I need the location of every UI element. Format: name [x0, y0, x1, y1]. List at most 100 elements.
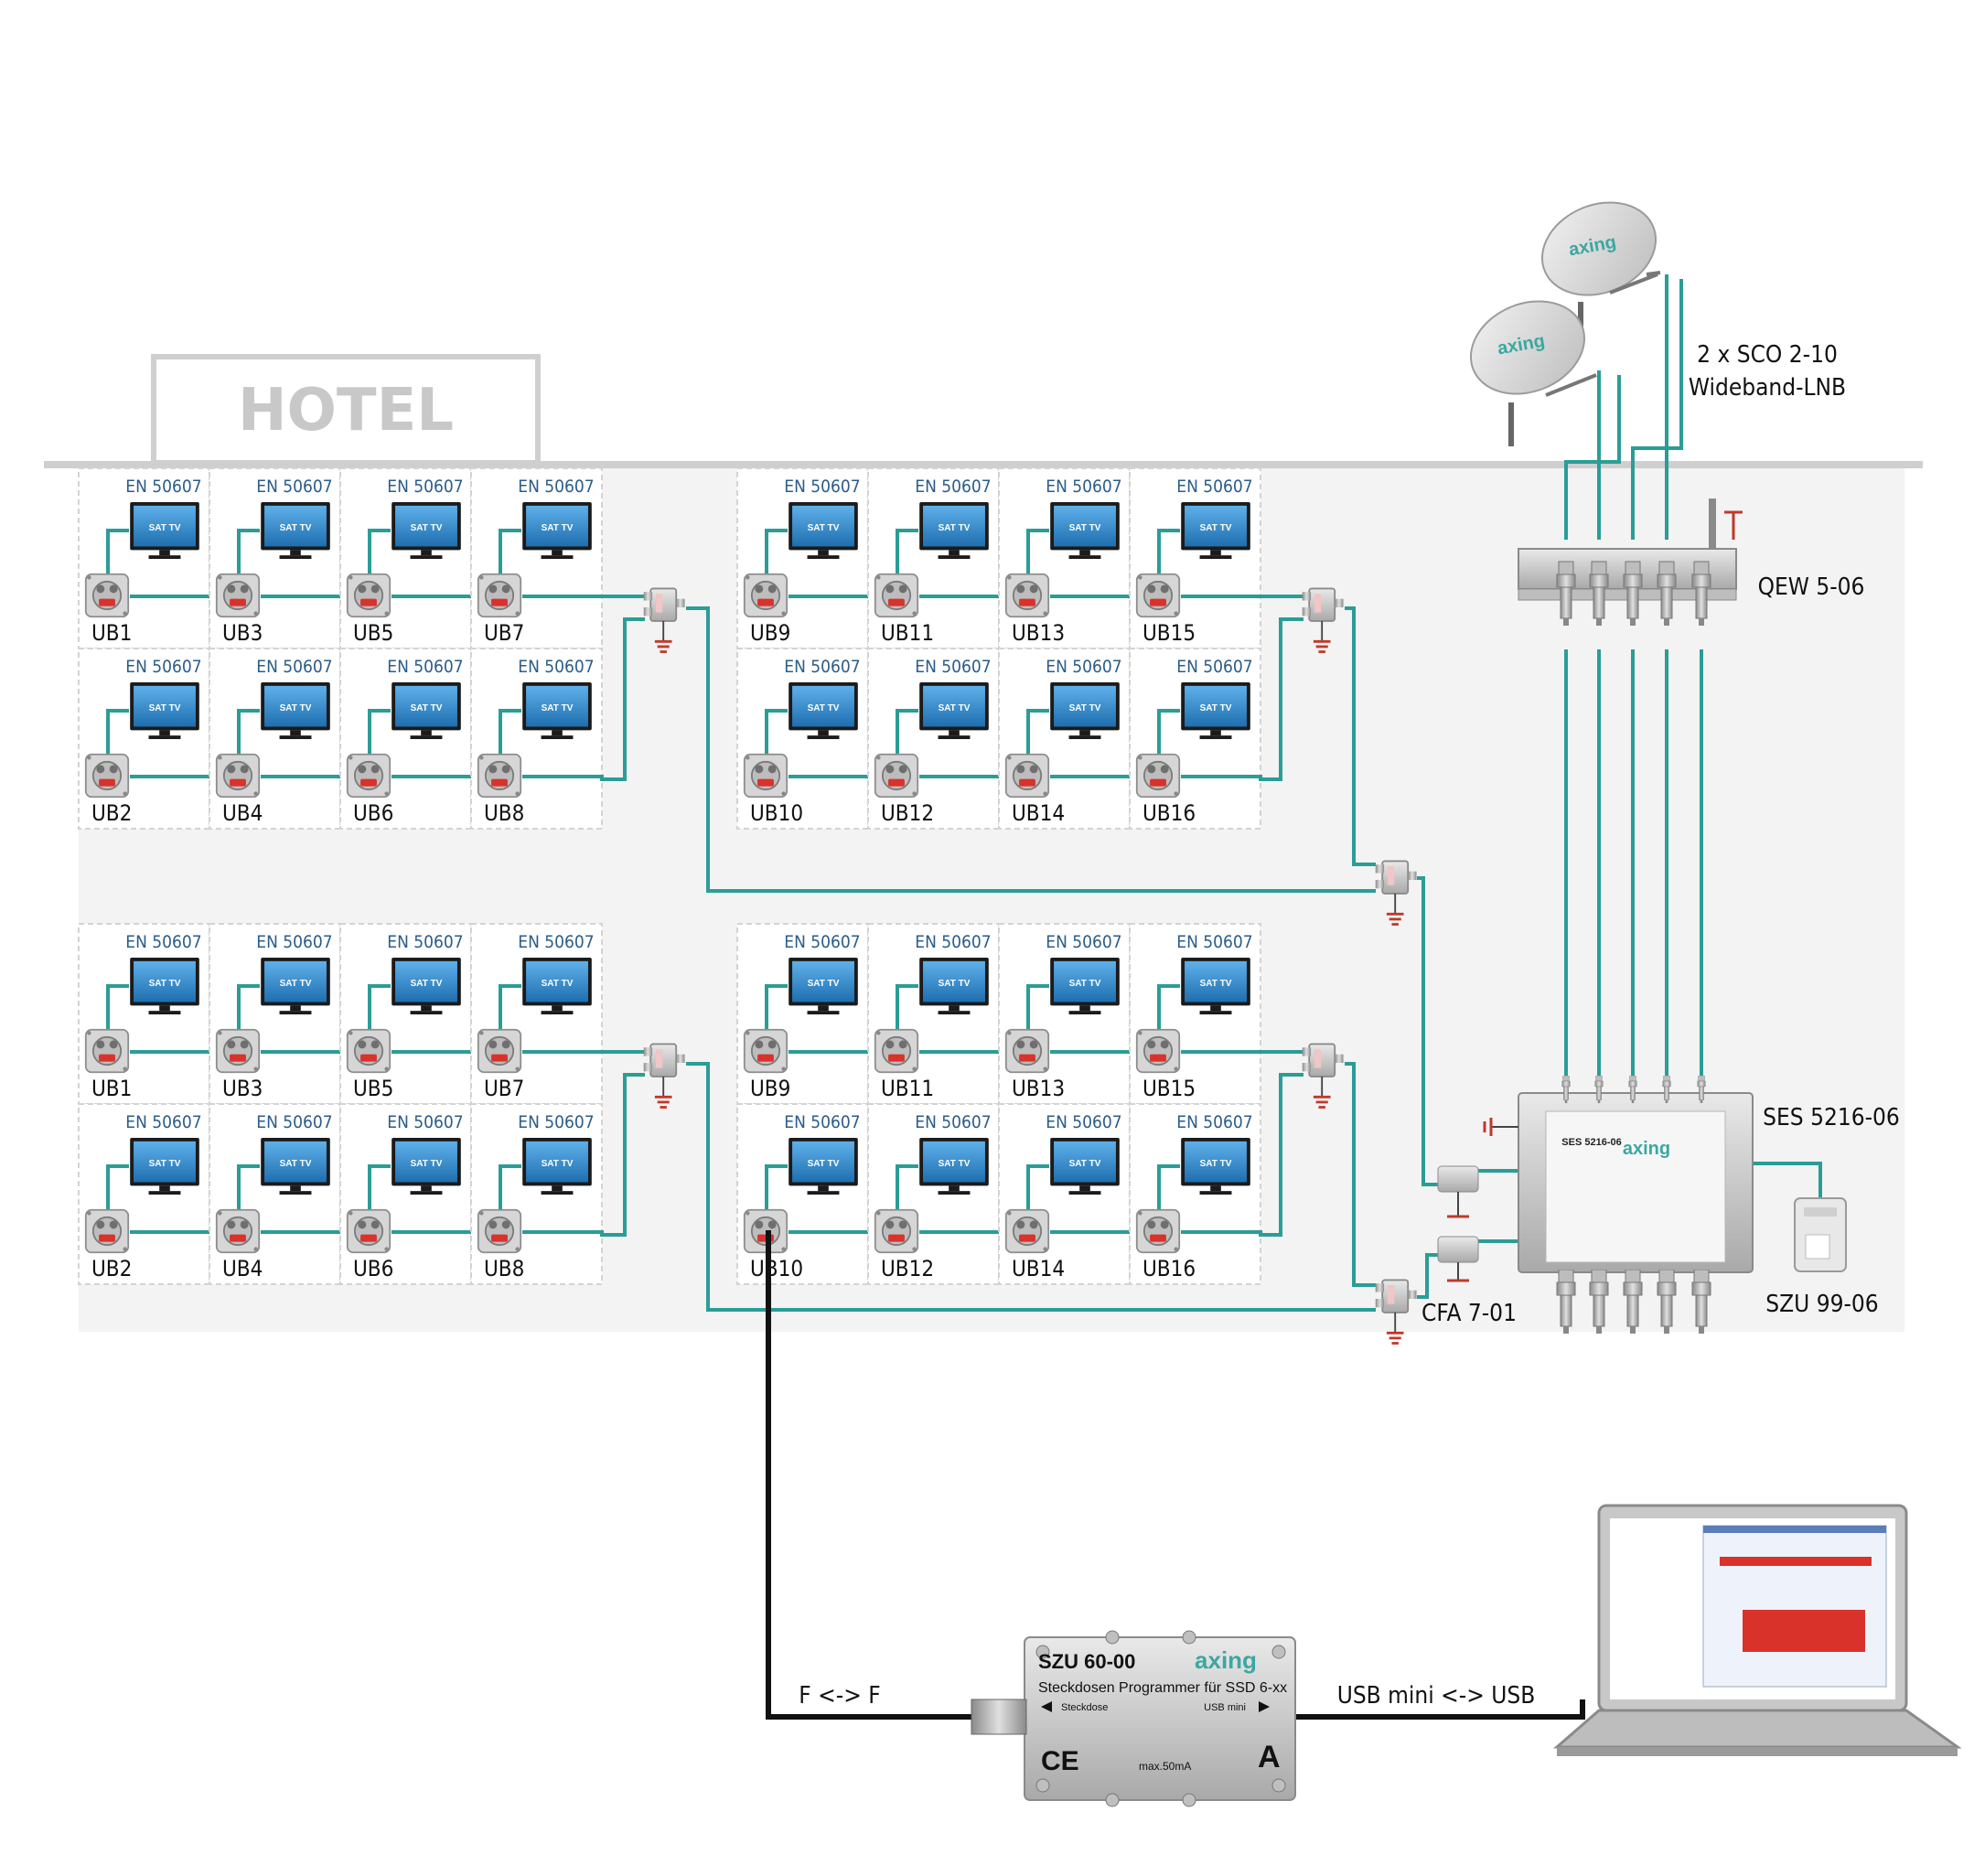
- room-cell: [470, 648, 603, 830]
- tv-screen-label: SAT TV: [411, 523, 443, 533]
- room-cell: [339, 1103, 472, 1285]
- room-cell: [339, 467, 472, 649]
- tv-cable: [1026, 984, 1049, 1043]
- socket-label: UB11: [881, 620, 934, 646]
- antenna-socket-icon: [477, 1208, 522, 1254]
- antenna-socket-icon: [477, 1028, 522, 1074]
- socket-label: UB8: [484, 800, 524, 826]
- antenna-socket-icon: [84, 1208, 130, 1254]
- tv-cable: [237, 1164, 260, 1223]
- room-cell: [209, 467, 341, 649]
- standard-label: EN 50607: [784, 657, 860, 677]
- standard-label: EN 50607: [256, 1112, 332, 1132]
- antenna-socket-icon: [743, 573, 789, 618]
- tv-screen-label: SAT TV: [149, 523, 181, 533]
- programmer-right-port: USB mini: [1204, 1702, 1246, 1713]
- socket-label: UB3: [222, 1076, 263, 1101]
- antenna-socket-icon: [1135, 573, 1181, 618]
- room-cell: [998, 467, 1131, 649]
- room-cell: [78, 1103, 210, 1285]
- antenna-socket-icon: [874, 753, 919, 799]
- tv-screen-label: SAT TV: [411, 979, 443, 989]
- room-cell: [209, 648, 341, 830]
- socket-label: UB10: [750, 1256, 803, 1281]
- socket-label: UB6: [353, 800, 393, 826]
- standard-label: EN 50607: [518, 657, 594, 677]
- room-cell: [470, 1103, 603, 1285]
- tv-cable: [1157, 529, 1180, 587]
- tv-screen-label: SAT TV: [542, 979, 574, 989]
- room-cell: [1129, 923, 1261, 1105]
- standard-label: EN 50607: [125, 657, 201, 677]
- standard-label: EN 50607: [518, 932, 594, 952]
- tv-cable: [765, 1164, 788, 1223]
- tv-cable: [499, 709, 521, 767]
- tv-screen-label: SAT TV: [808, 703, 840, 713]
- antenna-socket-icon: [874, 1028, 919, 1074]
- lnb-label-line2: Wideband-LNB: [1689, 374, 1846, 402]
- standard-label: EN 50607: [1046, 657, 1121, 677]
- socket-label: UB15: [1143, 1076, 1196, 1101]
- multiswitch-brand: axing: [1623, 1139, 1670, 1159]
- tv-cable: [1157, 709, 1180, 767]
- programmer-class: A: [1258, 1740, 1281, 1774]
- antenna-socket-icon: [743, 753, 789, 799]
- antenna-socket-icon: [743, 1028, 789, 1074]
- psu-label: SZU 99-06: [1765, 1291, 1878, 1318]
- tv-screen-label: SAT TV: [1069, 703, 1101, 713]
- room-cell: [78, 923, 210, 1105]
- cfa-label: CFA 7-01: [1421, 1300, 1517, 1327]
- tv-screen-label: SAT TV: [1069, 523, 1101, 533]
- antenna-socket-icon: [346, 1028, 392, 1074]
- antenna-socket-icon: [346, 1208, 392, 1254]
- tv-screen-label: SAT TV: [542, 1159, 574, 1169]
- antenna-socket-icon: [346, 573, 392, 618]
- satellite-dishes: axing axing 2 x SCO 2-10 Wideband-LNB: [1469, 201, 1846, 446]
- antenna-socket-icon: [84, 753, 130, 799]
- socket-label: UB6: [353, 1256, 393, 1281]
- programmer-left-port: Steckdose: [1061, 1702, 1108, 1713]
- socket-label: UB10: [750, 800, 803, 826]
- antenna-socket-icon: [1135, 1028, 1181, 1074]
- socket-label: UB7: [484, 620, 524, 646]
- tv-cable: [896, 709, 918, 767]
- room-cell: [736, 1103, 869, 1285]
- socket-label: UB12: [881, 800, 934, 826]
- socket-label: UB15: [1143, 620, 1196, 646]
- standard-label: EN 50607: [784, 1112, 860, 1132]
- antenna-socket-icon: [1004, 573, 1050, 618]
- tv-screen-label: SAT TV: [1069, 979, 1101, 989]
- room-cell: [867, 923, 1000, 1105]
- room-cell: [1129, 467, 1261, 649]
- tv-screen-label: SAT TV: [939, 979, 971, 989]
- tv-screen-label: SAT TV: [542, 523, 574, 533]
- standard-label: EN 50607: [256, 477, 332, 497]
- standard-label: EN 50607: [387, 1112, 463, 1132]
- tv-screen-label: SAT TV: [1200, 979, 1232, 989]
- antenna-socket-icon: [1004, 753, 1050, 799]
- tv-screen-label: SAT TV: [280, 703, 312, 713]
- socket-label: UB14: [1012, 1256, 1065, 1281]
- tv-screen-label: SAT TV: [149, 703, 181, 713]
- socket-label: UB5: [353, 1076, 393, 1101]
- socket-label: UB7: [484, 1076, 524, 1101]
- room-cell: [867, 648, 1000, 830]
- room-cell: [339, 923, 472, 1105]
- multiswitch: axing SES 5216-06 SES 5216-06: [1483, 1076, 1900, 1334]
- tv-screen-label: SAT TV: [808, 979, 840, 989]
- tv-cable: [1157, 1164, 1180, 1223]
- tv-screen-label: SAT TV: [149, 979, 181, 989]
- standard-label: EN 50607: [518, 1112, 594, 1132]
- antenna-socket-icon: [1135, 753, 1181, 799]
- multiswitch-label: SES 5216-06: [1763, 1104, 1900, 1131]
- socket-label: UB1: [91, 620, 132, 646]
- room-cell: [998, 923, 1131, 1105]
- tv-cable: [368, 1164, 391, 1223]
- standard-label: EN 50607: [1046, 932, 1121, 952]
- tv-cable: [368, 984, 391, 1043]
- standard-label: EN 50607: [784, 477, 860, 497]
- room-cell: [867, 1103, 1000, 1285]
